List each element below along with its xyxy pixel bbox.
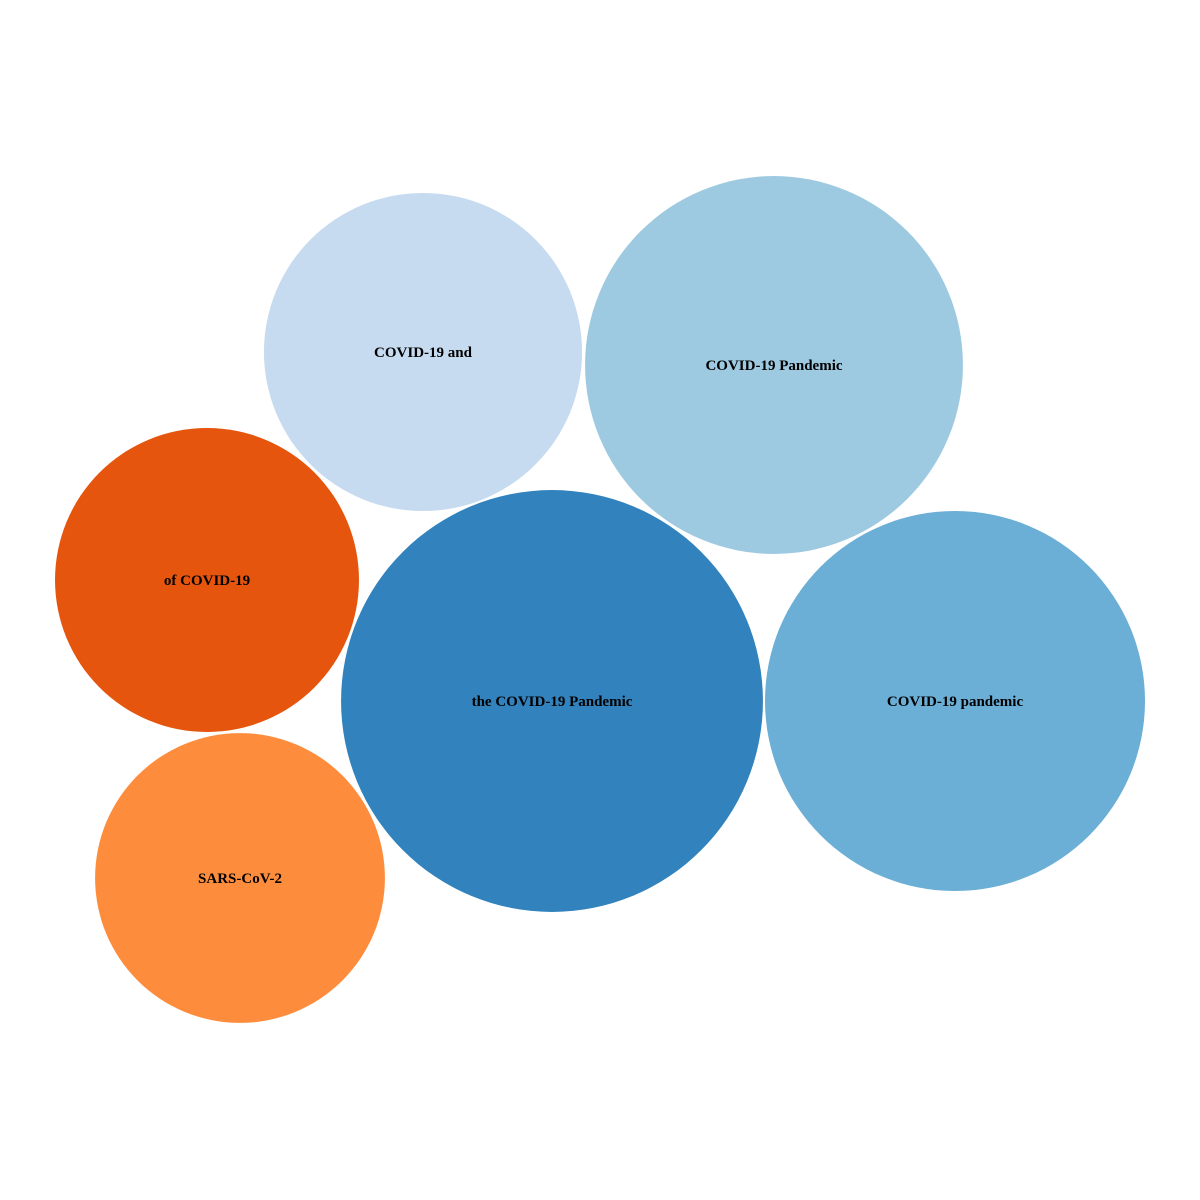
bubble-circle (765, 511, 1145, 891)
bubble-label: COVID-19 and (374, 345, 473, 361)
bubble: COVID-19 and (263, 192, 583, 512)
bubble-label: SARS-CoV-2 (198, 871, 282, 887)
bubble-circle (263, 192, 583, 512)
bubble: of COVID-19 (55, 428, 359, 732)
bubble-label: the COVID-19 Pandemic (472, 694, 633, 710)
bubble-label: of COVID-19 (164, 573, 250, 589)
bubble: COVID-19 pandemic (765, 511, 1145, 891)
bubble-circle (341, 490, 763, 912)
bubble-circle (55, 428, 359, 732)
bubble: the COVID-19 Pandemic (341, 490, 763, 912)
bubble-label: COVID-19 pandemic (887, 694, 1024, 710)
bubble: COVID-19 Pandemic (585, 176, 963, 554)
bubble-circle (585, 176, 963, 554)
bubble: SARS-CoV-2 (95, 733, 385, 1023)
bubble-label: COVID-19 Pandemic (705, 358, 842, 374)
bubble-circle (95, 733, 385, 1023)
